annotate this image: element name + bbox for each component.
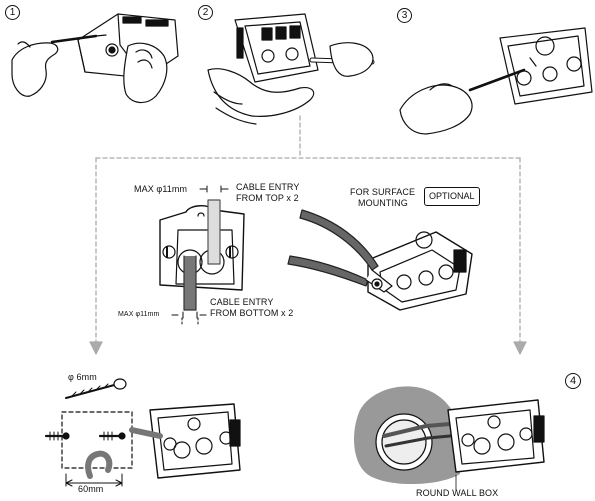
right-hand-step2 — [330, 43, 373, 77]
base-housing-step3 — [500, 28, 592, 104]
base-mounted-right — [448, 400, 544, 472]
wall-cable — [88, 454, 109, 476]
surface-mounting-line1: FOR SURFACE — [350, 187, 415, 197]
max-diameter-top-label: MAX φ11mm — [134, 184, 187, 194]
cable-bottom — [184, 256, 196, 310]
left-hand-step1 — [12, 42, 58, 96]
arrow-left — [90, 342, 102, 354]
step2-illustration — [208, 14, 373, 124]
step-1-number: 1 — [5, 5, 20, 20]
drill-diameter-label: φ 6mm — [68, 372, 97, 382]
step-2-number: 2 — [198, 5, 213, 20]
step3-illustration — [400, 28, 592, 134]
max-diameter-bottom-label: MAX φ11mm — [118, 310, 159, 320]
spacing-label: 60mm — [76, 484, 105, 494]
mounting-template — [62, 412, 132, 468]
wall-plug-left — [46, 432, 69, 440]
arrow-right — [514, 342, 526, 354]
open-housing-step2 — [235, 14, 318, 82]
cable-top — [208, 200, 220, 264]
step-3-number: 3 — [397, 8, 412, 23]
wall-plug-right — [100, 432, 125, 440]
round-wall-box-label: ROUND WALL BOX — [416, 488, 498, 498]
cable-entry-top-line2: FROM TOP x 2 — [236, 193, 299, 203]
right-hand-step1 — [124, 43, 167, 102]
housing-knockout — [368, 232, 472, 310]
cable-entry-top-line1: CABLE ENTRY — [236, 182, 299, 192]
cable-entry-bottom-line1: CABLE ENTRY — [210, 297, 273, 307]
base-mounted-left — [132, 404, 240, 478]
drill-mounting-diagram — [46, 379, 240, 486]
pliers-icon — [288, 210, 392, 292]
cable-entry-bottom-line2: FROM BOTTOM x 2 — [210, 308, 293, 318]
step-4-number: 4 — [565, 373, 581, 389]
surface-mounting-line2: MOUNTING — [358, 198, 408, 208]
optional-badge: OPTIONAL — [424, 187, 480, 206]
knockout-diagram — [288, 210, 472, 310]
step1-illustration — [12, 14, 178, 103]
hand-step3 — [400, 84, 472, 134]
round-wall-box-diagram — [354, 386, 544, 490]
